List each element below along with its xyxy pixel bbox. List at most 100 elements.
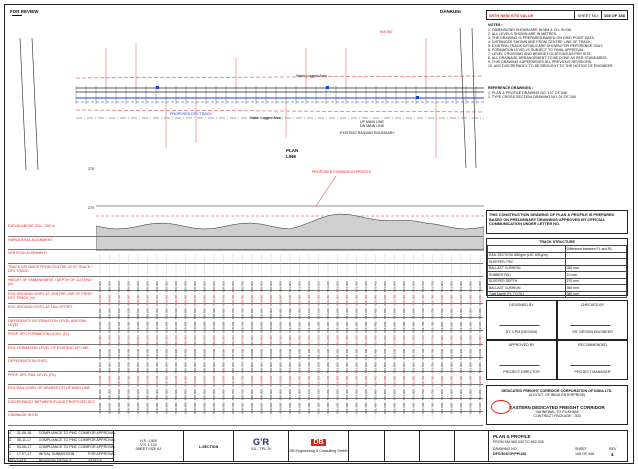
grid-cell-value: 561.450 (374, 335, 378, 346)
road-right (459, 27, 467, 169)
grid-cell-value: 561.050 (298, 389, 302, 400)
client-line1: DEDICATED FREIGHT CORRIDOR CORPORATION O… (501, 389, 613, 393)
grid-cell-value: 560.350 (165, 308, 169, 319)
grid-cell-value: 560.800 (250, 402, 254, 413)
grid-cell-value: 561.450 (374, 294, 378, 305)
grid-cell-value: 560.600 (212, 308, 216, 319)
grid-cell-value: 561.300 (345, 294, 349, 305)
grid-cell-value: 561.050 (298, 375, 302, 386)
grid-cell-value: 561.700 (421, 308, 425, 319)
grid-cell-value: 561.150 (317, 375, 321, 386)
notes-list: 1. DIMENSIONS SHOWN ARE IN MM & CH. IN K… (486, 28, 628, 68)
grid-cell-value: 561.400 (364, 321, 368, 332)
signature-scribble (569, 311, 616, 326)
grid-cell-value: 561.650 (412, 362, 416, 373)
grid-cell-value: 560.650 (222, 348, 226, 359)
grid-cell-value: 561.900 (459, 294, 463, 305)
grid-cell-value: 561.650 (412, 375, 416, 386)
plan-label: PLAN (286, 148, 299, 153)
gr-logo-block: G’R GIL - TPL JV (234, 431, 289, 461)
grid-cell-value: 560.200 (136, 402, 140, 413)
grid-cell-value: 561.800 (440, 348, 444, 359)
grid-cell-value: 560.750 (241, 335, 245, 346)
grid-cell-value: 561.450 (374, 362, 378, 373)
grid-cell-value: 561.550 (393, 308, 397, 319)
revision-no: 2 (9, 445, 11, 449)
grid-cell-value: 561.650 (412, 402, 416, 413)
grid-cell-value: 560.450 (184, 362, 188, 373)
grid-cell-value: 560.800 (250, 348, 254, 359)
grid-cell-value: 561.450 (374, 375, 378, 386)
grid-cell-value: 560.850 (260, 362, 264, 373)
grid-cell-value: 561.700 (421, 362, 425, 373)
grid-cell-value: 560.150 (127, 348, 131, 359)
grid-cell-value: 560.200 (136, 321, 140, 332)
section-label: L-SECTION (198, 445, 219, 449)
grid-cell-value: 560.450 (184, 294, 188, 305)
grid-cell-value: 560.750 (241, 375, 245, 386)
existing-boundary-label: EXISTING RAILWAY BOUNDARY (340, 131, 395, 135)
notes-panel: NOTES : 1. DIMENSIONS SHOWN ARE IN MM & … (486, 20, 628, 200)
grid-cell-value: 561.500 (383, 389, 387, 400)
note-line: 6. FORMATION LEVEL IS SUBJECT TO FINAL A… (488, 48, 585, 52)
grid-cell-value: 561.550 (393, 335, 397, 346)
grid-cell-value: 561.750 (431, 375, 435, 386)
grid-cell-value: 560.300 (155, 348, 159, 359)
grid-cell-value: 561.400 (364, 281, 368, 292)
profile-row-label: EXG GROUND LEVEL AT CENTRE LINE OF PROP.… (8, 291, 93, 300)
grid-cell-value: 560.850 (260, 308, 264, 319)
sheet-no-label: SHEET NO: (575, 11, 602, 19)
ts-value: 980 mm (564, 290, 628, 298)
grid-cell-value: 560.100 (117, 362, 121, 373)
grid-cell-value: 561.850 (450, 348, 454, 359)
grid-cell-value: 561.550 (393, 281, 397, 292)
grid-cell-value: 561.350 (355, 281, 359, 292)
note-line: 9. THIS DRAWING SUPERSEDES ALL PREVIOUS … (488, 60, 593, 64)
drawing-range: FROM KM 560.000 TO 562.000 (493, 440, 544, 444)
grid-cell-value: 560.350 (165, 335, 169, 346)
grid-cell-value: 560.400 (174, 321, 178, 332)
grid-cell-value: 560.850 (260, 389, 264, 400)
grid-cell-value: 560.950 (279, 389, 283, 400)
grid-cell-value: 561.200 (326, 294, 330, 305)
note-line: 8. ALL DRAINAGE ARRANGEMENT TO BE DONE A… (488, 56, 608, 60)
grid-cell-value: 561.900 (459, 375, 463, 386)
grid-cell-value: 561.200 (326, 402, 330, 413)
grid-cell-value: 560.500 (193, 362, 197, 373)
grid-cell-value: 561.400 (364, 348, 368, 359)
grid-cell-value: 560.700 (231, 321, 235, 332)
grid-cell-value: 561.700 (421, 389, 425, 400)
drawing-no-label: DRAWING NO. (493, 447, 518, 451)
chainage-grid: 560.000560.000560.000560.000560.000560.0… (98, 254, 482, 418)
grid-cell-value: 561.400 (364, 335, 368, 346)
grid-cell-value: 560.550 (203, 281, 207, 292)
revision-date: 06-11-17 (16, 438, 32, 442)
profile-row-label: VERTICAL ALIGNMENT (8, 251, 48, 255)
grid-cell-value: 560.500 (193, 402, 197, 413)
grid-cell-value: 561.900 (459, 281, 463, 292)
grid-cell-value: 560.150 (127, 321, 131, 332)
note-line: 1. DIMENSIONS SHOWN ARE IN MM & CH. IN K… (488, 28, 572, 32)
grid-cell-value: 561.900 (459, 389, 463, 400)
grid-cell-value: 560.750 (241, 362, 245, 373)
grid-cell-value: 561.600 (402, 281, 406, 292)
reference-title: REFERENCE DRAWINGS : (488, 86, 534, 90)
grid-cell-value: 561.750 (431, 294, 435, 305)
grid-cell-value: 560.750 (241, 402, 245, 413)
grid-cell-value: 561.700 (421, 281, 425, 292)
grid-cell-value: 562.000 (478, 335, 482, 346)
profile-row-line (8, 276, 483, 277)
grid-cell-value: 560.900 (269, 362, 273, 373)
grid-cell-value: 560.800 (250, 335, 254, 346)
grid-cell-value: 561.850 (450, 321, 454, 332)
grid-cell-value: 560.400 (174, 348, 178, 359)
grid-cell-value: 560.650 (222, 321, 226, 332)
level-275: 275 (88, 167, 94, 171)
grid-cell-value: 561.800 (440, 362, 444, 373)
grid-cell-value: 561.150 (317, 348, 321, 359)
grid-cell-value: 562.000 (478, 321, 482, 332)
grid-cell-value: 560.200 (136, 375, 140, 386)
revision-no: REV (9, 459, 17, 463)
